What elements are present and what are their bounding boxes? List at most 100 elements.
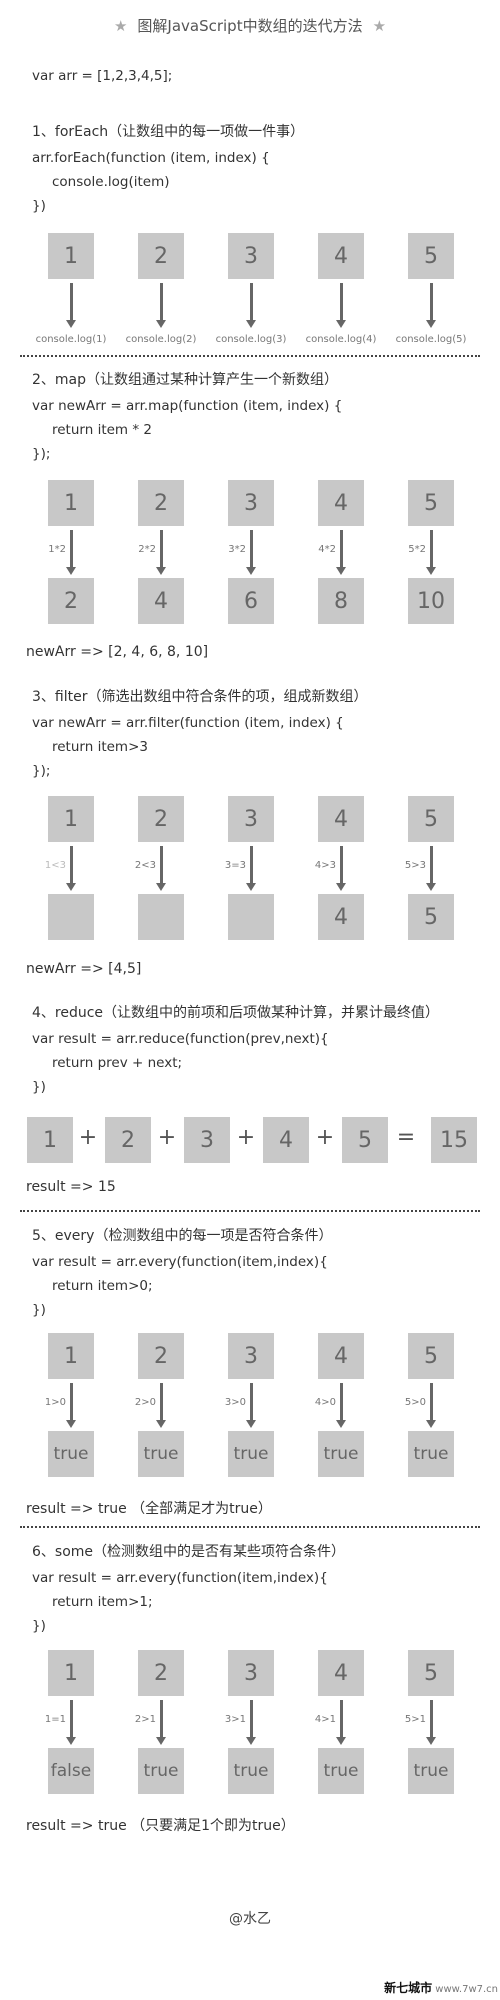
item-box: 4 bbox=[318, 480, 364, 526]
title-text: 图解JavaScript中数组的迭代方法 bbox=[137, 17, 363, 35]
foreach-code-line: console.log(item) bbox=[52, 174, 170, 190]
condition-label: 2>1 bbox=[134, 1714, 156, 1725]
author-credit: @水乙 bbox=[229, 1911, 271, 1927]
condition-label: 1*2 bbox=[48, 544, 66, 555]
item-box: 1 bbox=[48, 480, 94, 526]
item-box: 5 bbox=[408, 480, 454, 526]
arrow-down-icon bbox=[65, 1383, 76, 1428]
bool-box: true bbox=[138, 1431, 184, 1477]
item-box: 5 bbox=[408, 233, 454, 279]
foreach-code-line: arr.forEach(function (item, index) { bbox=[32, 150, 270, 166]
item-box: 3 bbox=[228, 1333, 274, 1379]
page-title: ★图解JavaScript中数组的迭代方法★ bbox=[0, 15, 500, 36]
filtered-box bbox=[48, 894, 94, 940]
section-divider bbox=[20, 355, 480, 357]
item-box: 1 bbox=[48, 796, 94, 842]
reduce-total-box: 15 bbox=[431, 1117, 477, 1163]
arrow-down-icon bbox=[245, 1700, 256, 1745]
arrow-down-icon bbox=[245, 530, 256, 575]
mapped-box: 2 bbox=[48, 578, 94, 624]
item-box: 4 bbox=[318, 1650, 364, 1696]
condition-label: 1<3 bbox=[44, 860, 66, 871]
item-box: 2 bbox=[138, 480, 184, 526]
every-heading: 5、every（检测数组中的每一项是否符合条件） bbox=[32, 1228, 333, 1244]
item-box: 2 bbox=[138, 233, 184, 279]
bool-box: true bbox=[408, 1431, 454, 1477]
arrow-down-icon bbox=[425, 530, 436, 575]
foreach-code-line: }) bbox=[32, 198, 46, 214]
filtered-box bbox=[228, 894, 274, 940]
some-code-line: }) bbox=[32, 1618, 46, 1634]
operator-symbol: + bbox=[236, 1125, 256, 1150]
reduce-item-box: 2 bbox=[105, 1117, 151, 1163]
arrow-down-icon bbox=[245, 846, 256, 891]
filter-result: newArr => [4,5] bbox=[26, 961, 142, 977]
item-box: 4 bbox=[318, 1333, 364, 1379]
operator-symbol: + bbox=[157, 1125, 177, 1150]
item-box: 2 bbox=[138, 1650, 184, 1696]
arrow-down-icon bbox=[425, 846, 436, 891]
reduce-heading: 4、reduce（让数组中的前项和后项做某种计算，并累计最终值） bbox=[32, 1005, 440, 1021]
star-icon: ★ bbox=[372, 17, 387, 35]
condition-label: 4*2 bbox=[318, 544, 336, 555]
mapped-box: 6 bbox=[228, 578, 274, 624]
some-result: result => true （只要满足1个即为true） bbox=[26, 1818, 295, 1834]
condition-label: 1=1 bbox=[44, 1714, 66, 1725]
reduce-item-box: 1 bbox=[27, 1117, 73, 1163]
bool-box: true bbox=[408, 1748, 454, 1794]
reduce-code-line: }) bbox=[32, 1079, 46, 1095]
map-code-line: }); bbox=[32, 446, 51, 462]
arrow-down-icon bbox=[155, 530, 166, 575]
arrow-down-icon bbox=[65, 530, 76, 575]
condition-label: 3>0 bbox=[224, 1397, 246, 1408]
arrow-down-icon bbox=[245, 283, 256, 328]
bool-box: true bbox=[228, 1748, 274, 1794]
condition-label: 5>0 bbox=[404, 1397, 426, 1408]
filter-code-line: return item>3 bbox=[52, 739, 148, 755]
arrow-down-icon bbox=[65, 283, 76, 328]
reduce-code-line: return prev + next; bbox=[52, 1055, 183, 1071]
reduce-code-line: var result = arr.reduce(function(prev,ne… bbox=[32, 1031, 329, 1047]
condition-label: 3>1 bbox=[224, 1714, 246, 1725]
condition-label: 3=3 bbox=[224, 860, 246, 871]
watermark-site: 新七城市 bbox=[384, 1981, 433, 1995]
map-result: newArr => [2, 4, 6, 8, 10] bbox=[26, 644, 209, 660]
every-result: result => true （全部满足才为true） bbox=[26, 1501, 272, 1517]
map-code-line: return item * 2 bbox=[52, 422, 152, 438]
arrow-down-icon bbox=[425, 1700, 436, 1745]
some-code-line: var result = arr.every(function(item,ind… bbox=[32, 1570, 328, 1586]
item-box: 1 bbox=[48, 233, 94, 279]
condition-label: 1>0 bbox=[44, 1397, 66, 1408]
reduce-result: result => 15 bbox=[26, 1179, 116, 1195]
arrow-down-icon bbox=[155, 283, 166, 328]
condition-label: 4>3 bbox=[314, 860, 336, 871]
array-declaration: var arr = [1,2,3,4,5]; bbox=[32, 68, 173, 84]
watermark: 新七城市 www.7w7.cn bbox=[384, 1979, 498, 1996]
mapped-box: 4 bbox=[138, 578, 184, 624]
arrow-down-icon bbox=[335, 846, 346, 891]
arrow-down-icon bbox=[155, 1700, 166, 1745]
condition-label: 4>0 bbox=[314, 1397, 336, 1408]
bool-box: true bbox=[48, 1431, 94, 1477]
bool-box: true bbox=[318, 1748, 364, 1794]
condition-label: 5>3 bbox=[404, 860, 426, 871]
filter-code-line: }); bbox=[32, 763, 51, 779]
foreach-heading: 1、forEach（让数组中的每一项做一件事） bbox=[32, 124, 305, 140]
console-output-label: console.log(2) bbox=[125, 334, 197, 345]
every-code-line: }) bbox=[32, 1302, 46, 1318]
arrow-down-icon bbox=[155, 846, 166, 891]
bool-box: true bbox=[318, 1431, 364, 1477]
some-code-line: return item>1; bbox=[52, 1594, 153, 1610]
operator-symbol: + bbox=[315, 1125, 335, 1150]
arrow-down-icon bbox=[245, 1383, 256, 1428]
item-box: 2 bbox=[138, 1333, 184, 1379]
item-box: 1 bbox=[48, 1333, 94, 1379]
arrow-down-icon bbox=[335, 283, 346, 328]
section-divider bbox=[20, 1526, 480, 1528]
mapped-box: 10 bbox=[408, 578, 454, 624]
arrow-down-icon bbox=[425, 1383, 436, 1428]
some-heading: 6、some（检测数组中的是否有某些项符合条件） bbox=[32, 1544, 346, 1560]
filtered-box bbox=[138, 894, 184, 940]
mapped-box: 8 bbox=[318, 578, 364, 624]
condition-label: 3*2 bbox=[228, 544, 246, 555]
